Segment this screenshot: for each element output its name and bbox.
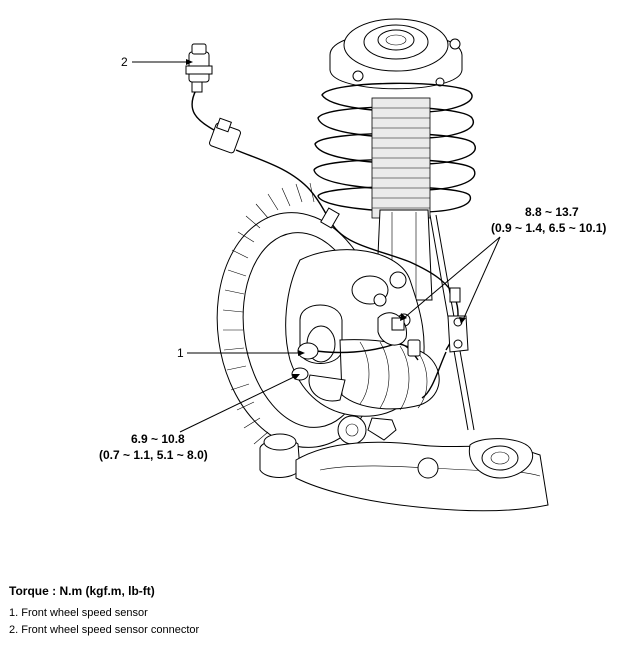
- torque-upper-value: 8.8 ~ 13.7: [525, 205, 579, 219]
- legend-item-2: 2. Front wheel speed sensor connector: [9, 624, 200, 636]
- torque-upper-converted: (0.9 ~ 1.4, 6.5 ~ 10.1): [491, 221, 606, 235]
- harness-clip-icon: [209, 117, 241, 154]
- legend-item-1: 1. Front wheel speed sensor: [9, 607, 148, 619]
- leader-lines: [132, 59, 501, 433]
- torque-unit-title: Torque : N.m (kgf.m, lb-ft): [9, 584, 155, 598]
- torque-lower-converted: (0.7 ~ 1.1, 5.1 ~ 8.0): [99, 448, 208, 462]
- harness-bracket-right: [447, 287, 469, 353]
- callout-1-number: 1: [177, 346, 184, 360]
- harness-bracket-upper: [377, 312, 407, 346]
- speed-sensor-harness: [185, 43, 469, 399]
- strut-assembly: [313, 18, 477, 431]
- legend: Torque : N.m (kgf.m, lb-ft) 1. Front whe…: [9, 584, 609, 639]
- lower-arm: [259, 417, 549, 512]
- callout-2-number: 2: [121, 55, 128, 69]
- sensor-connector-icon: [185, 43, 213, 93]
- steering-knuckle: [285, 249, 440, 445]
- torque-lower-value: 6.9 ~ 10.8: [131, 432, 185, 446]
